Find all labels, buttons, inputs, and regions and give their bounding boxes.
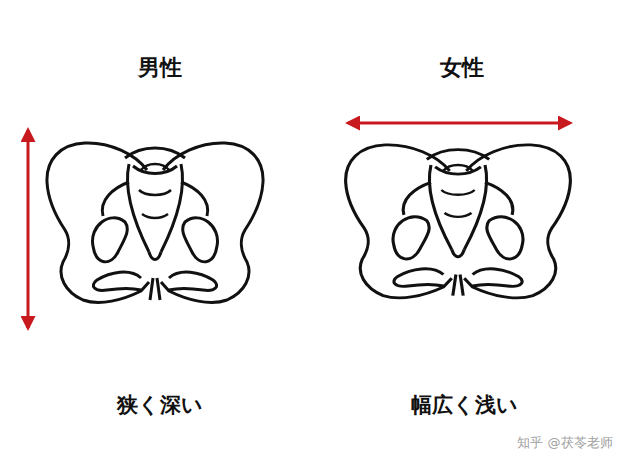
shape-note: 狭く深い [117, 393, 203, 418]
column-heading: 女性 [440, 55, 484, 81]
column-heading: 男性 [138, 55, 182, 81]
female-pelvis [346, 145, 571, 298]
shape-note: 幅広く浅い [411, 393, 518, 418]
width-arrow [348, 122, 570, 125]
height-arrow [27, 130, 30, 328]
watermark: 知乎 @茯苓老师 [517, 435, 612, 451]
male-pelvis [47, 143, 263, 302]
